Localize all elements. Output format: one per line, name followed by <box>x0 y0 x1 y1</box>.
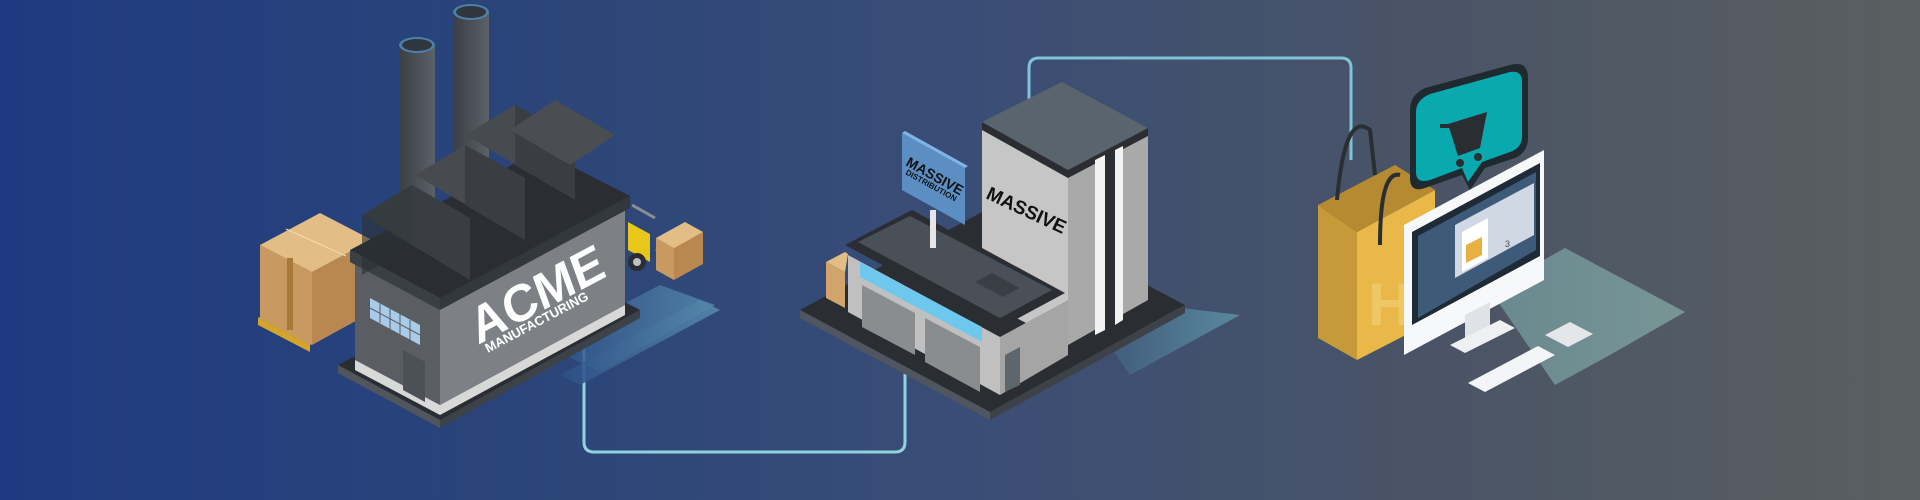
cart-speech-bubble <box>1410 63 1528 191</box>
connector-distribution-to-retail <box>1027 56 1353 160</box>
factory-roof <box>362 100 615 280</box>
retail-scene: H 3 <box>1318 63 1685 392</box>
factory-window <box>369 298 421 345</box>
keyboard <box>1468 346 1555 392</box>
factory-door <box>403 350 425 402</box>
acme-factory: ACME MANUFACTURING <box>258 4 720 428</box>
warehouse-shutter <box>862 285 915 355</box>
connector-factory-to-distribution <box>582 345 907 454</box>
computer-monitor: 3 <box>1404 150 1593 392</box>
screen-counter: 3 <box>1505 239 1510 249</box>
chimney <box>453 4 489 172</box>
forklift <box>628 203 656 271</box>
warehouse-door <box>1005 347 1020 392</box>
shopping-cart-icon <box>1440 112 1487 167</box>
billboard: MASSIVE DISTRIBUTION <box>902 131 968 248</box>
warehouse-windows <box>860 262 982 342</box>
mouse <box>1545 322 1593 347</box>
box-pallet-small <box>655 222 703 280</box>
shopping-bag-icon: H <box>1318 124 1435 360</box>
box-pallet <box>258 213 372 352</box>
massive-distribution-center: MASSIVE MASSIVE DISTRIBUTION <box>800 82 1240 420</box>
warehouse-shutter <box>925 318 980 392</box>
